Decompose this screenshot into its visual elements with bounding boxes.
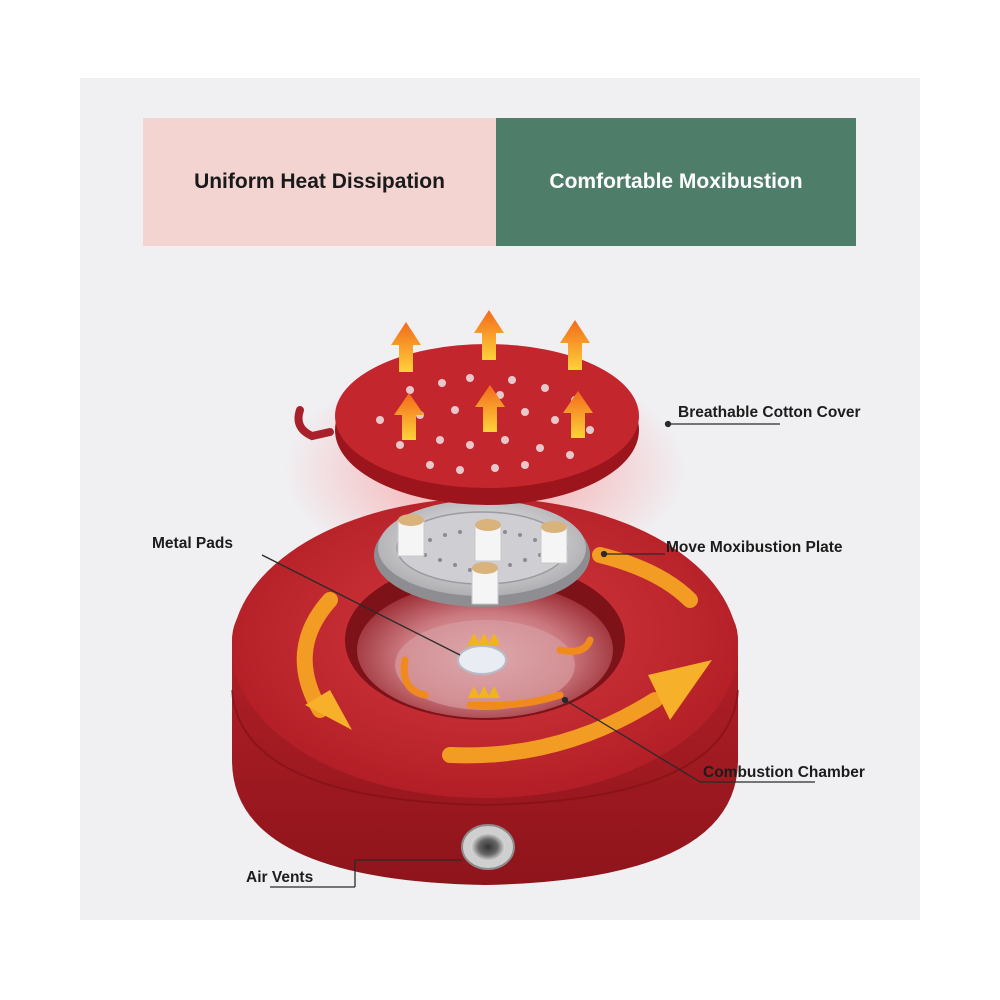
heat-arrow-6 [563,391,593,438]
label-air-vents: Air Vents [246,869,314,886]
swirl-arrowhead-left [305,690,352,730]
metal-pads-leader [261,554,461,656]
air-vent [461,824,515,870]
moxibustion-plate [374,500,590,607]
banner-uniform-heat: Uniform Heat Dissipation [143,118,496,246]
heat-arrow-4 [394,393,424,440]
banner-right-text: Comfortable Moxibustion [549,170,803,193]
leader-lines [261,420,815,888]
moxa-cone-1 [397,514,425,557]
label-metal-pads: Metal Pads [152,535,233,552]
moxa-cone-4 [471,562,499,605]
moxa-cone-3 [540,521,568,564]
heat-flow-arrows [296,547,698,764]
swirl-arrowhead-right [648,660,712,720]
heat-arrow-5 [475,385,505,432]
label-move-moxibustion-plate: Move Moxibustion Plate [666,539,843,556]
heat-arrow-2 [474,310,504,360]
chamber-leader [564,699,701,783]
label-combustion-chamber: Combustion Chamber [703,764,865,781]
heat-arrow-1 [391,322,421,372]
inner-flow-arrows [400,636,594,710]
moxa-cone-2 [474,519,502,562]
banner-comfortable: Comfortable Moxibustion [496,118,856,246]
rising-heat-arrows [391,310,593,440]
heat-arrow-3 [560,320,590,370]
banner-left-text: Uniform Heat Dissipation [194,170,445,193]
metal-pad [457,645,507,675]
small-heat-arrows [468,633,500,698]
label-breathable-cotton-cover: Breathable Cotton Cover [678,404,861,421]
